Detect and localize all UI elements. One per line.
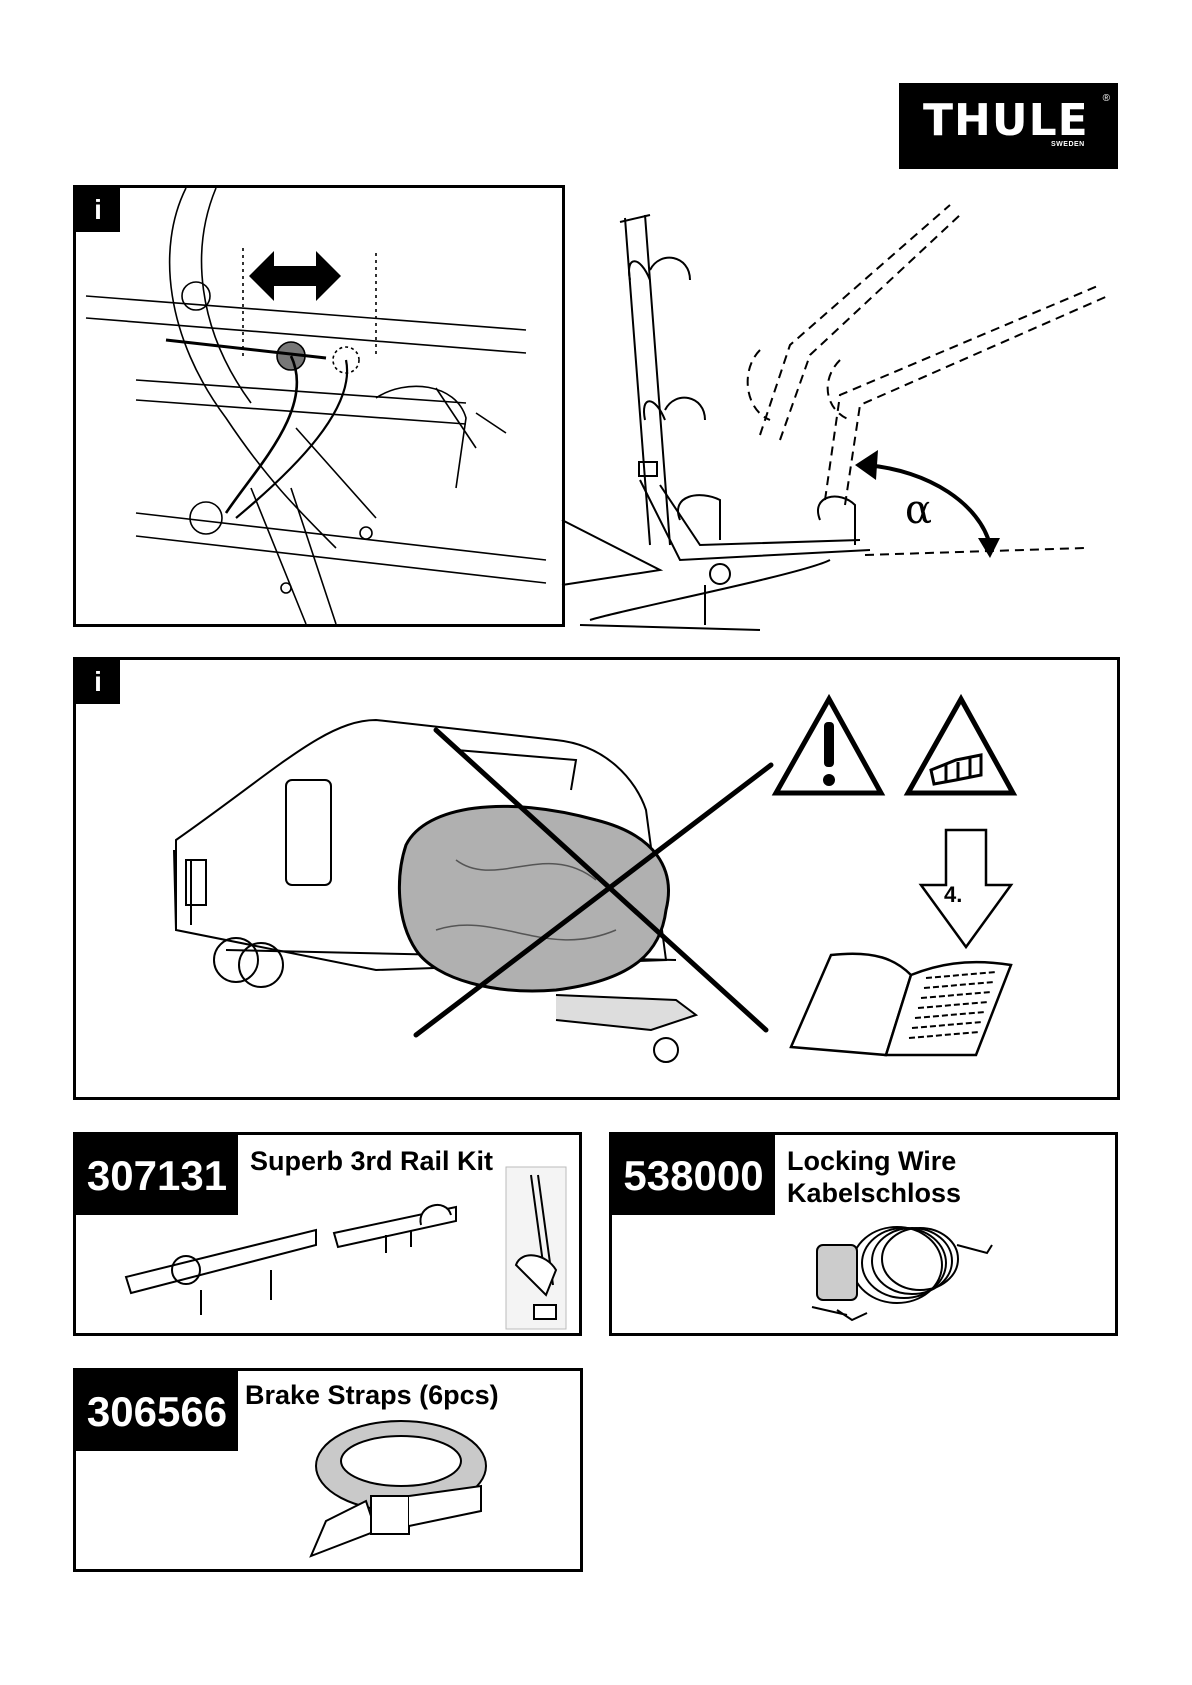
- product-card-brake-straps: 306566 Brake Straps (6pcs): [73, 1368, 583, 1572]
- rail-kit-parts-illustration: [76, 1135, 579, 1333]
- rail-clamp-detail-illustration: [76, 188, 562, 624]
- caravan-with-cover-crossed-illustration: [76, 660, 1117, 1097]
- angle-alpha-label: α: [905, 487, 932, 533]
- read-manual-down-arrow-icon: [921, 830, 1011, 947]
- product-card-locking-wire: 538000 Locking Wire Kabelschloss: [609, 1132, 1118, 1336]
- manual-step-label: 4.: [944, 882, 962, 908]
- brake-strap-illustration: [76, 1371, 580, 1569]
- cover-warning-panel: i: [73, 657, 1120, 1100]
- locking-wire-illustration: [612, 1135, 1115, 1333]
- logo-subtitle: SWEDEN: [1051, 141, 1085, 148]
- logo-wordmark: THULE: [923, 99, 1089, 143]
- detail-inset-panel: i: [73, 185, 565, 627]
- angle-arrow-head-top-icon: [855, 450, 878, 480]
- logo-registered-mark: ®: [1103, 93, 1110, 104]
- product-card-rail-kit: 307131 Superb 3rd Rail Kit: [73, 1132, 582, 1336]
- manual-book-icon: [791, 954, 1011, 1055]
- angle-arrow-head-bottom-icon: [978, 538, 1000, 558]
- thule-logo: THULE SWEDEN ®: [899, 83, 1118, 169]
- adjust-double-arrow-icon: [249, 251, 341, 301]
